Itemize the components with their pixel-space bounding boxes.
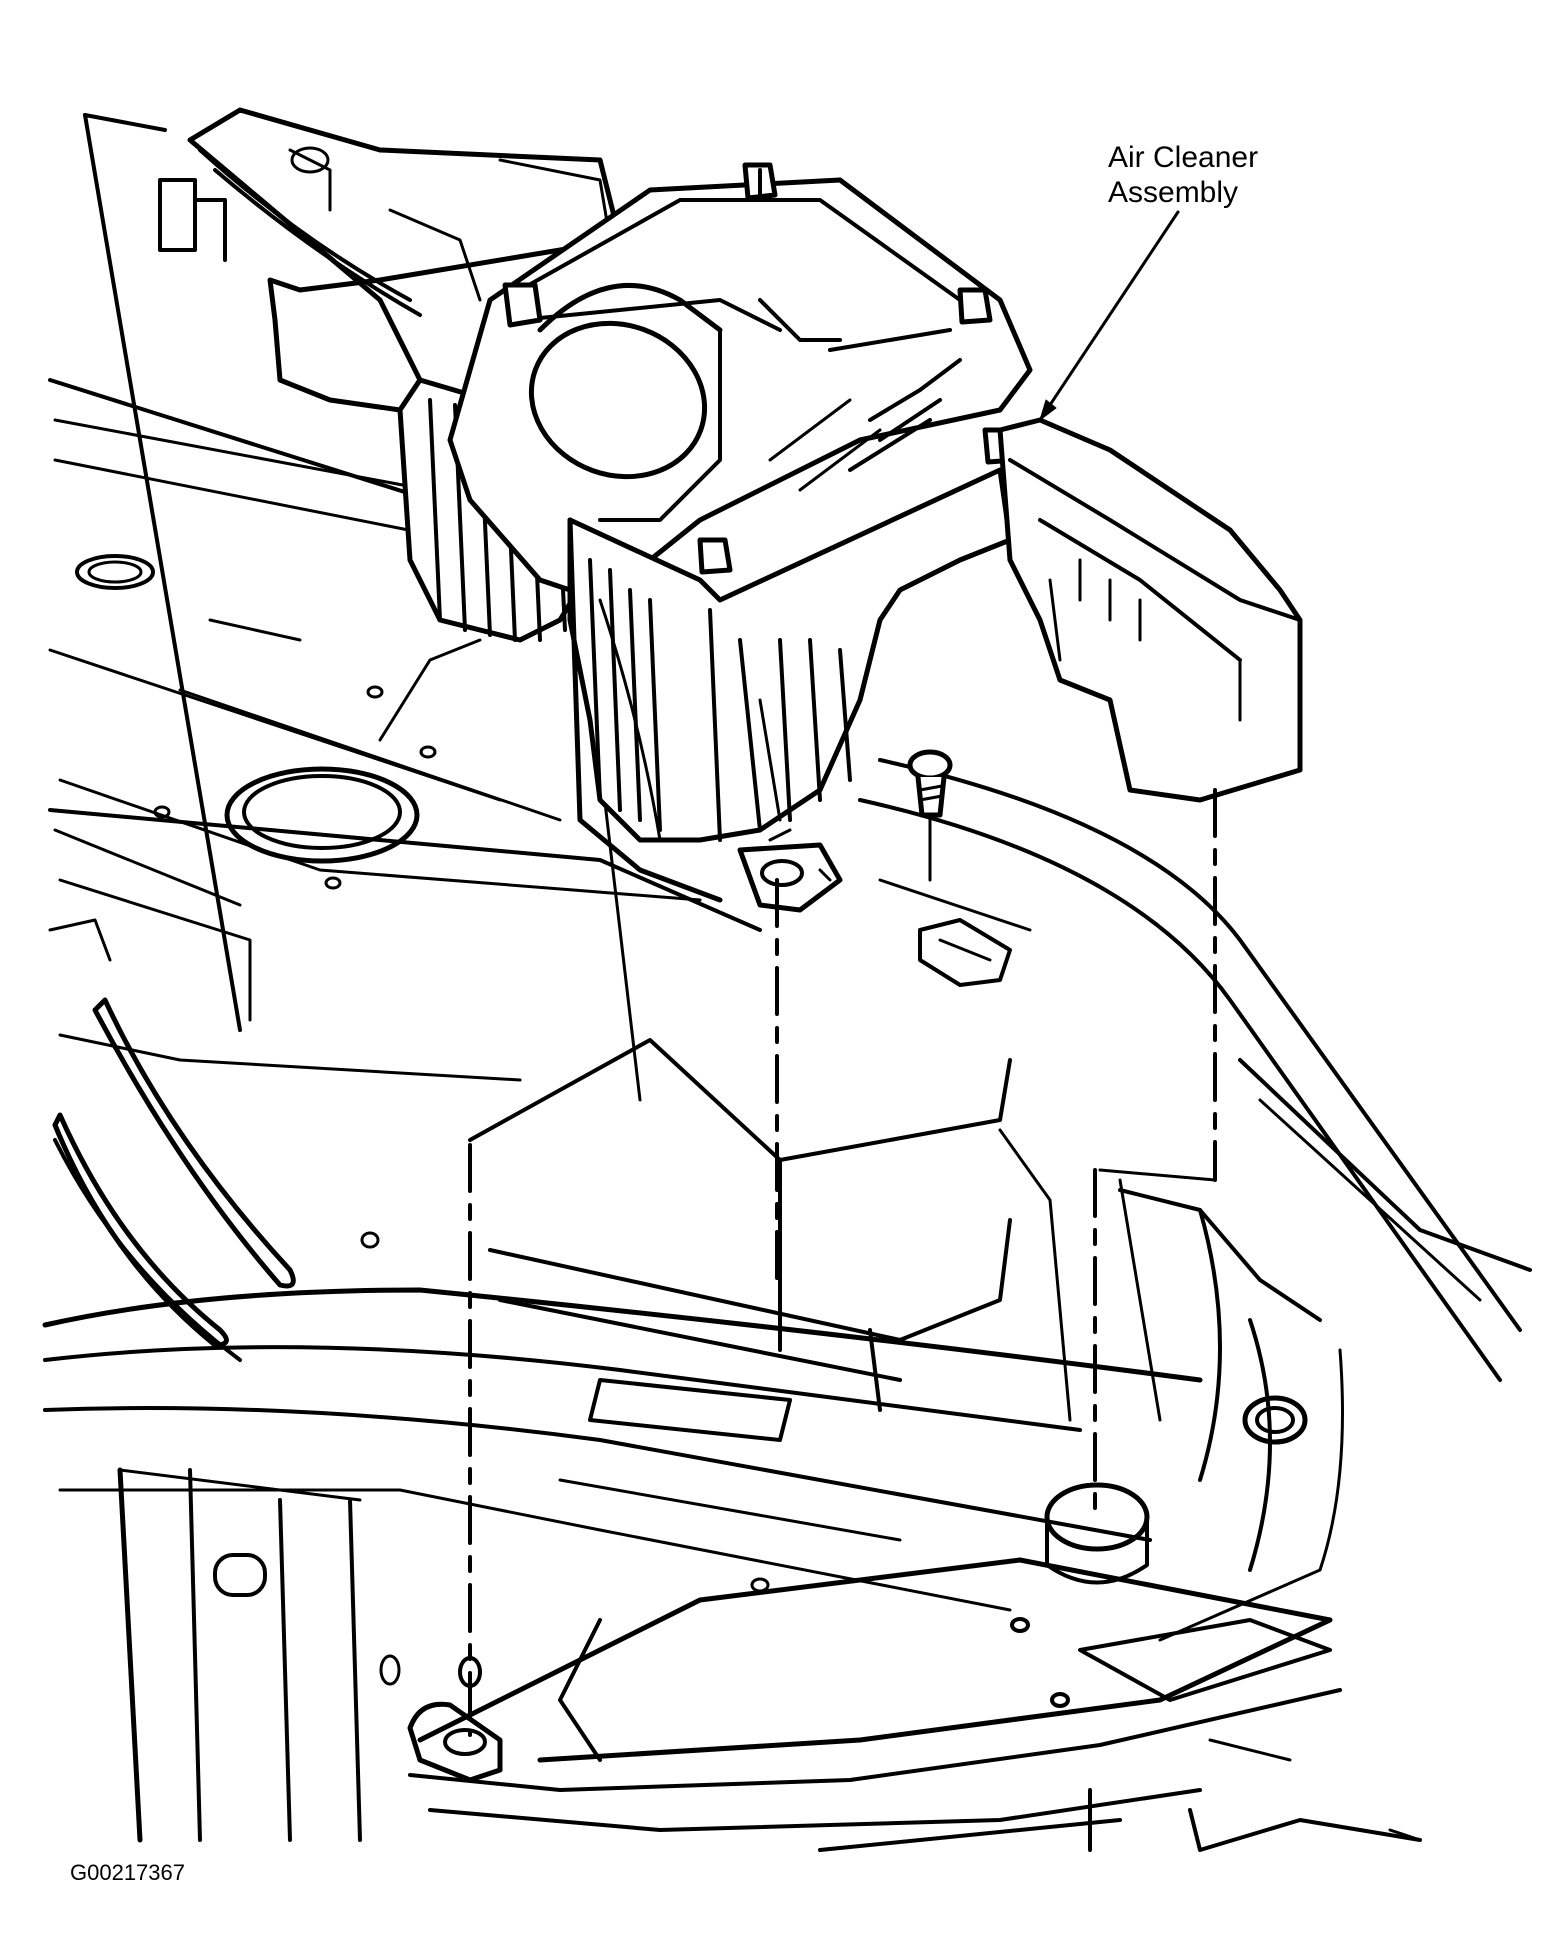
callout-leader bbox=[1038, 210, 1422, 1842]
figure-id: G00217367 bbox=[70, 1860, 185, 1885]
air-cleaner-assembly bbox=[158, 107, 1303, 913]
mounting-tab bbox=[407, 1701, 503, 1783]
air-cleaner-assembly-label: Air Cleaner Assembly bbox=[1108, 141, 1259, 209]
center-bracket bbox=[468, 1038, 1162, 1442]
mounting-bolt bbox=[907, 749, 953, 818]
lower-frame bbox=[42, 1287, 1203, 1843]
right-fender bbox=[858, 758, 1532, 1642]
left-rails bbox=[48, 918, 296, 1362]
upper-crossmember bbox=[408, 1557, 1422, 1852]
assembly-guide-lines bbox=[468, 788, 1217, 1737]
fender-bracket bbox=[878, 878, 1032, 987]
